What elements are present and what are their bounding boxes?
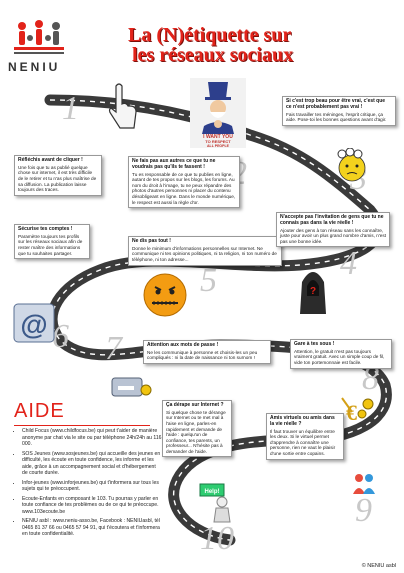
tip-heading: Amis virtuels ou amis dans la vie réelle… bbox=[270, 415, 335, 427]
tip-heading: Réfléchis avant de cliquer ! bbox=[18, 157, 83, 163]
poster-text-2: TO RESPECT bbox=[205, 139, 231, 144]
tip-box-passwords: Attention aux mots de passe ! Ne les com… bbox=[143, 340, 271, 364]
svg-text:?: ? bbox=[310, 286, 316, 297]
step-number-5: 5 bbox=[200, 262, 217, 299]
hooded-figure-icon: ? bbox=[300, 272, 326, 314]
tip-body: Ajouter des gens à ton réseau sans les c… bbox=[280, 227, 387, 244]
tip-box-think-before-click: Réfléchis avant de cliquer ! Une fois qu… bbox=[14, 155, 102, 196]
aide-item-sos-jeunes: SOS Jeunes (www.sosjeunes.be) qui accuei… bbox=[22, 451, 162, 477]
keys-lock-icon bbox=[111, 377, 152, 397]
tip-box-get-help: Ça dérape sur Internet ? Si quelque chos… bbox=[162, 400, 232, 458]
tip-body: Si quelque chose te dérange sur Internet… bbox=[166, 409, 226, 454]
money-coins-icon: € bbox=[341, 397, 374, 425]
help-figure-icon: Help! bbox=[199, 483, 231, 523]
tip-box-secure-accounts: Sécurise tes comptes ! Paramètre toujour… bbox=[14, 224, 90, 260]
poster-text-3: ALL PEOPLE bbox=[207, 144, 230, 148]
aide-item-ecoute-enfants: Ecoute-Enfants en composant le 103. Tu p… bbox=[22, 496, 162, 516]
tip-heading: Ne fais pas aux autres ce que tu ne voud… bbox=[132, 158, 216, 170]
neniu-logo-icon bbox=[14, 20, 64, 54]
tip-body: Donne le minimum d'informations personne… bbox=[132, 245, 277, 262]
tip-body: Paramètre toujours tes profils sur les r… bbox=[18, 233, 83, 256]
tip-heading: Sécurise tes comptes ! bbox=[18, 226, 73, 232]
step-number-7: 7 bbox=[105, 330, 122, 367]
tip-body: Fais travailler tes méninges, l'esprit c… bbox=[286, 111, 387, 123]
footer-copyright: © NENIU asbl bbox=[361, 563, 396, 569]
tip-heading: Ça dérape sur Internet ? bbox=[166, 402, 224, 408]
tip-box-dont-tell-everything: Ne dis pas tout ! Donne le minimum d'inf… bbox=[128, 236, 282, 266]
tip-heading: Si c'est trop beau pour être vrai, c'est… bbox=[286, 98, 386, 110]
tip-body: Tu es responsable de ce que tu publies e… bbox=[132, 171, 236, 205]
cursor-hand-icon bbox=[108, 83, 137, 129]
aide-divider bbox=[14, 425, 150, 426]
logo-text: NENIU bbox=[8, 60, 61, 74]
page-title-line1: La (N)étiquette sur bbox=[128, 24, 292, 46]
tip-box-unknown-invitations: N'accepte pas l'invitation de gens que t… bbox=[276, 212, 390, 248]
tip-heading: Gare à tes sous ! bbox=[294, 341, 335, 347]
step-number-8: 8 bbox=[362, 360, 379, 397]
step-number-10: 10 bbox=[200, 520, 234, 557]
tip-heading: Attention aux mots de passe ! bbox=[147, 342, 219, 348]
svg-text:€: € bbox=[346, 400, 357, 425]
aide-title: AIDE bbox=[14, 400, 65, 422]
zipped-mouth-face-icon bbox=[143, 273, 187, 317]
poster-text-1: I WANT YOU bbox=[203, 134, 233, 140]
tip-body: Il faut trouver un équilibre entre les d… bbox=[270, 428, 336, 456]
tip-box-too-good-to-be-true: Si c'est trop beau pour être vrai, c'est… bbox=[282, 96, 396, 126]
email-at-icon: @ bbox=[13, 303, 55, 343]
tip-body: Ne les communique à personne et choisis-… bbox=[147, 349, 258, 361]
aide-list: Child Focus (www.childfocus.be) qui peut… bbox=[14, 428, 162, 541]
step-number-4: 4 bbox=[340, 245, 357, 282]
tip-heading: Ne dis pas tout ! bbox=[132, 238, 171, 244]
tip-heading: N'accepte pas l'invitation de gens que t… bbox=[280, 214, 384, 226]
page-title-line2: les réseaux sociaux bbox=[132, 44, 294, 66]
tip-box-virtual-friends: Amis virtuels ou amis dans la vie réelle… bbox=[266, 413, 344, 460]
help-sign-text: Help! bbox=[205, 489, 220, 495]
thinking-face-icon bbox=[337, 148, 366, 182]
step-number-1: 1 bbox=[62, 90, 79, 127]
svg-text:@: @ bbox=[20, 309, 47, 340]
friends-icon bbox=[353, 474, 375, 494]
aide-item-child-focus: Child Focus (www.childfocus.be) qui peut… bbox=[22, 428, 162, 448]
step-number-9: 9 bbox=[355, 492, 372, 529]
aide-item-neniu: NENIU asbl : www.neniu-asso.be, Facebook… bbox=[22, 518, 162, 538]
aide-item-infor-jeunes: Infor-jeunes (www.inforjeunes.be) qui t'… bbox=[22, 480, 162, 493]
tip-body: Une fois que tu as publié quelque chose … bbox=[18, 164, 97, 193]
step-number-6: 6 bbox=[52, 318, 69, 355]
tip-body: Attention, le gratuit n'est pas toujours… bbox=[294, 348, 385, 365]
tip-box-respect-others: Ne fais pas aux autres ce que tu ne voud… bbox=[128, 156, 240, 209]
uncle-sam-poster-icon: I WANT YOU TO RESPECT ALL PEOPLE bbox=[190, 78, 246, 148]
tip-box-money: Gare à tes sous ! Attention, le gratuit … bbox=[290, 339, 392, 369]
